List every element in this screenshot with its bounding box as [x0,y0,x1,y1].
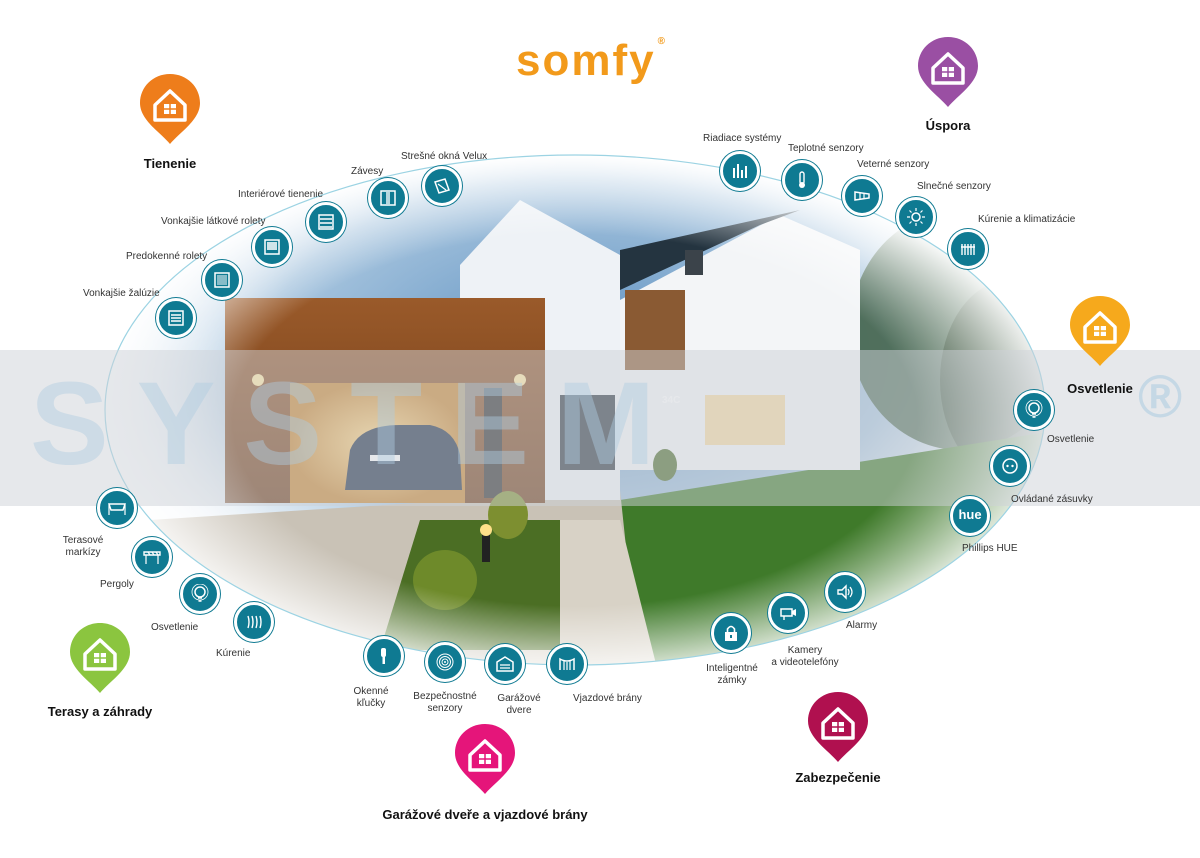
venetian-blind-icon [156,298,196,338]
osvetlenie-pin-icon [1070,296,1130,366]
heater-icon [234,602,274,642]
padlock-icon [711,613,751,653]
somfy-logo: somfy® [516,36,667,85]
item-label-teplotne: Teplotné senzory [788,143,864,154]
category-title-osvetlenie: Osvetlenie [1067,381,1133,396]
category-title-tienenie: Tienenie [143,156,197,171]
tienenie-pin-icon [140,74,200,144]
speaker-icon [825,572,865,612]
item-label-kurenie-klima: Kúrenie a klimatizácie [978,214,1076,225]
sensor-rings-icon [425,642,465,682]
item-label-predokenne-rolety: Predokenné rolety [126,251,208,262]
socket-icon [990,446,1030,486]
item-label-pergoly: Pergoly [100,579,134,590]
thermometer-icon [782,160,822,200]
pergola-icon [132,537,172,577]
item-label-vjazdove: Vjazdové brány [573,693,642,704]
item-label-hue: Phillips HUE [962,543,1018,554]
interior-blind-icon [306,202,346,242]
roof-window-icon [422,166,462,206]
item-label-osvetlenie-l: Osvetlenie [151,622,199,633]
category-title-zabezpecenie: Zabezpečenie [795,770,881,785]
zabezpecenie-pin-icon [808,692,868,762]
camera-icon [768,593,808,633]
category-title-garaz: Garážové dveře a vjazdové brány [382,807,588,822]
windsock-icon [842,176,882,216]
hue-icon: hue [950,496,990,536]
category-title-terasy: Terasy a záhrady [47,704,153,719]
uspora-pin-icon [918,37,978,107]
garage-door-icon [485,644,525,684]
item-label-zavesy: Závesy [351,166,384,177]
category-title-uspora: Úspora [925,118,971,133]
item-label-stresne-okna: Strešné okná Velux [401,151,488,162]
radiator-icon [948,229,988,269]
watermark-text: SYSTEM [30,358,684,490]
item-label-veterne: Veterné senzory [857,159,930,170]
control-system-icon [720,151,760,191]
item-label-kurenie-l: Kúrenie [216,648,251,659]
sun-icon [896,197,936,237]
item-label-alarmy: Alarmy [846,620,878,631]
window-handle-icon [364,636,404,676]
fabric-blind-icon [252,227,292,267]
item-label-zasuvky: Ovládané zásuvky [1011,494,1093,505]
watermark-registered: ® [1138,363,1183,430]
item-label-interierove: Interiérové tienenie [238,189,324,200]
item-label-slnecne: Slnečné senzory [917,181,991,192]
item-label-vonkajsie-latkove: Vonkajšie látkové rolety [161,216,266,227]
garaz-pin-icon [455,724,515,794]
roller-shutter-icon [202,260,242,300]
item-label-riadiace: Riadiace systémy [703,133,782,144]
curtain-icon [368,178,408,218]
item-label-vonkajsie-zaluzie: Vonkajšie žalúzie [83,288,160,299]
bulb-icon [1014,390,1054,430]
bulb-icon [180,574,220,614]
item-label-osvetlenie-r: Osvetlenie [1047,434,1095,445]
gate-icon [547,644,587,684]
awning-icon [97,488,137,528]
terasy-pin-icon [70,623,130,693]
